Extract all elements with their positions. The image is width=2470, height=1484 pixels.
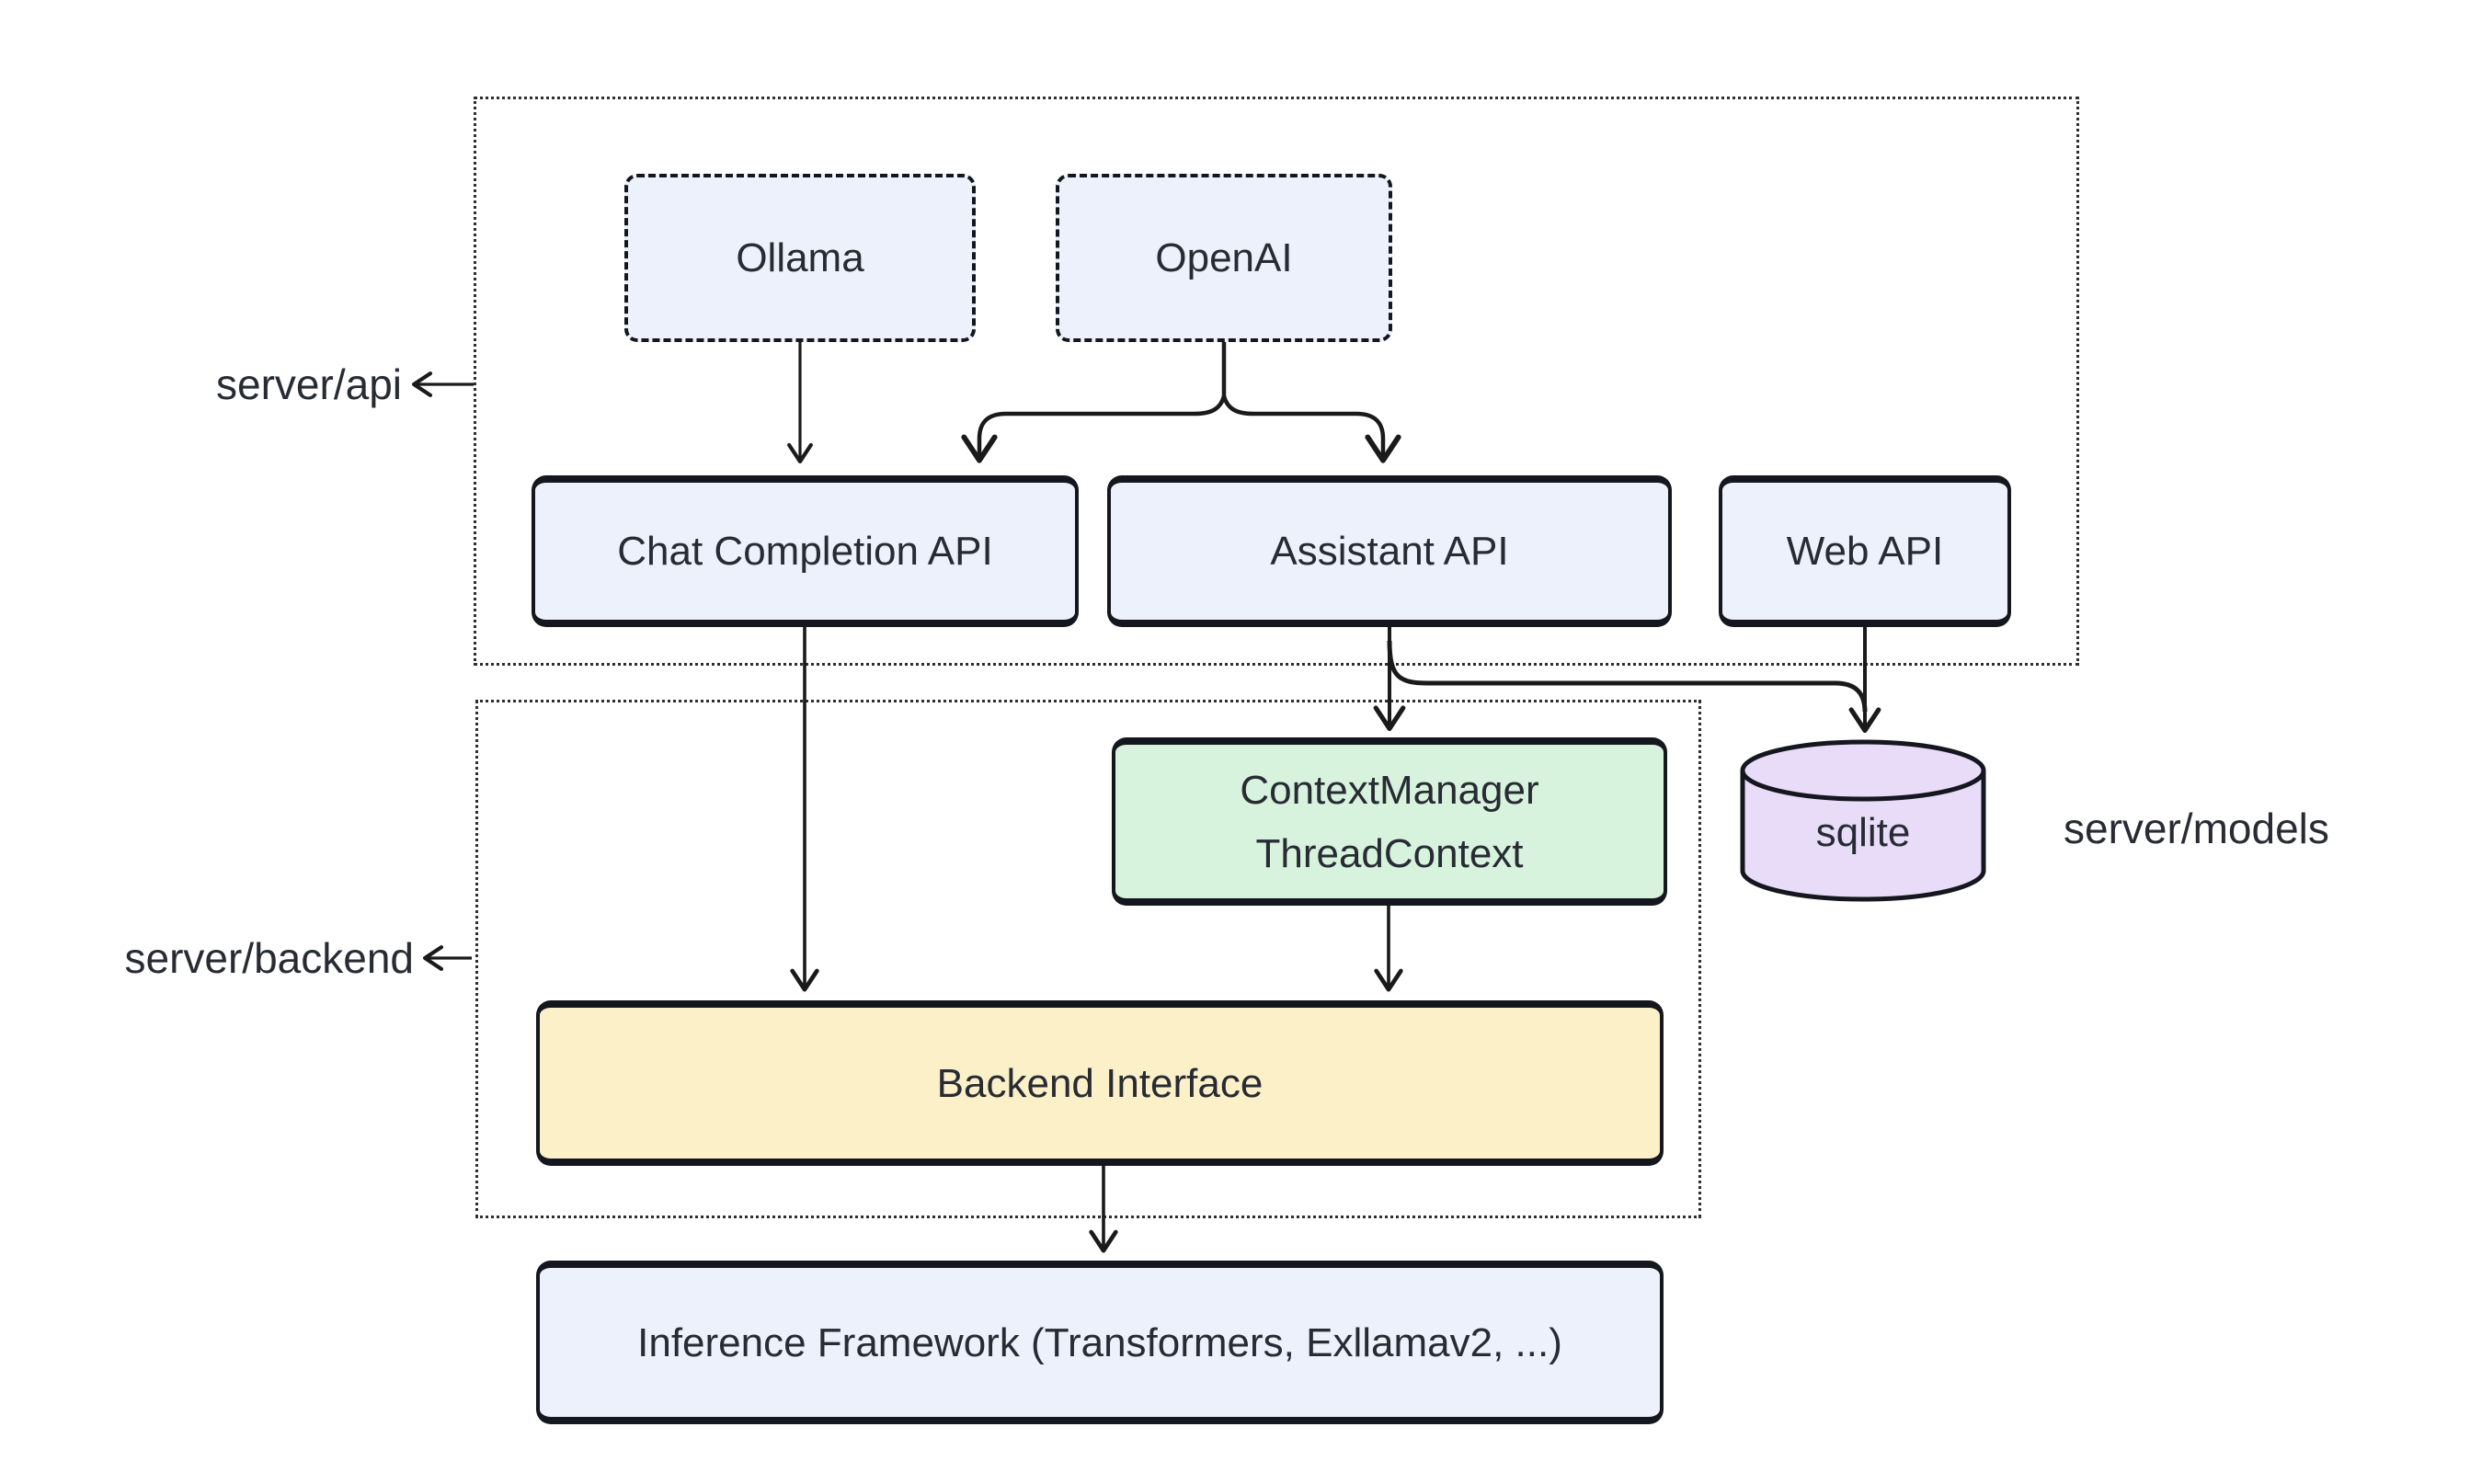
node-openai: OpenAI: [1056, 174, 1392, 342]
sqlite-label: sqlite: [1815, 810, 1911, 855]
node-web-api-label: Web API: [1786, 529, 1944, 574]
node-ollama-label: Ollama: [736, 235, 864, 280]
node-chat-completion-api-label: Chat Completion API: [617, 529, 993, 574]
node-assistant-api-label: Assistant API: [1270, 529, 1509, 574]
node-backend-interface-label: Backend Interface: [936, 1060, 1264, 1106]
node-chat-completion-api: Chat Completion API: [532, 475, 1079, 627]
node-assistant-api: Assistant API: [1107, 475, 1672, 627]
server-models-label: server/models: [2064, 805, 2329, 852]
server-api-label: server/api: [216, 360, 402, 408]
node-backend-interface: Backend Interface: [536, 1000, 1664, 1166]
node-inference-framework-label: Inference Framework (Transformers, Exlla…: [637, 1319, 1562, 1365]
server-api-frame: [474, 97, 2079, 666]
node-ollama: Ollama: [624, 174, 976, 342]
node-context-manager: ContextManager ThreadContext: [1112, 737, 1667, 906]
node-openai-label: OpenAI: [1155, 235, 1293, 280]
node-web-api: Web API: [1719, 475, 2011, 627]
server-backend-label: server/backend: [124, 934, 415, 982]
server-backend-frame: [475, 700, 1701, 1218]
node-context-manager-line2: ThreadContext: [1255, 830, 1524, 876]
node-context-manager-line1: ContextManager: [1240, 767, 1539, 813]
node-inference-framework: Inference Framework (Transformers, Exlla…: [536, 1261, 1664, 1424]
